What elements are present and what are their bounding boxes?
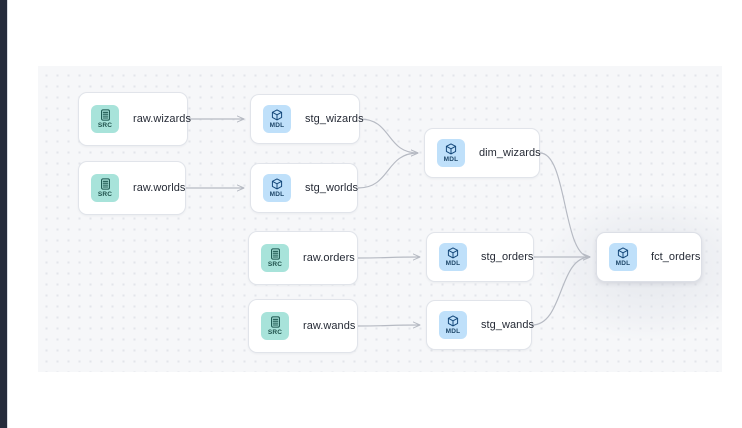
cube-icon [447, 315, 459, 327]
database-icon [100, 178, 111, 190]
badge-kind-text: MDL [445, 260, 461, 267]
graph-node-stg_orders[interactable]: MDL stg_orders [426, 232, 534, 282]
graph-node-stg_worlds[interactable]: MDL stg_worlds [250, 163, 358, 213]
graph-node-dim_wizards[interactable]: MDL dim_wizards [424, 128, 541, 178]
edge-raw_orders-to-stg_orders [357, 257, 420, 258]
mdl-badge: MDL [263, 105, 291, 133]
mdl-badge: MDL [439, 311, 467, 339]
node-label: raw.worlds [133, 182, 186, 194]
badge-kind-text: MDL [269, 191, 285, 198]
node-label: fct_orders [651, 251, 701, 263]
mdl-badge: MDL [609, 243, 637, 271]
src-badge: SRC [91, 174, 119, 202]
graph-node-raw_worlds[interactable]: SRC raw.worlds [78, 161, 186, 215]
cube-icon [445, 143, 457, 155]
cube-icon [271, 109, 283, 121]
cube-icon [447, 247, 459, 259]
badge-kind-text: SRC [97, 191, 113, 198]
badge-kind-text: SRC [97, 122, 113, 129]
graph-node-raw_wands[interactable]: SRC raw.wands [248, 299, 358, 353]
node-label: raw.orders [303, 252, 355, 264]
badge-kind-text: MDL [445, 328, 461, 335]
graph-node-stg_wands[interactable]: MDL stg_wands [426, 300, 535, 350]
collapsed-sidebar-rail[interactable] [0, 0, 7, 428]
badge-kind-text: SRC [267, 329, 283, 336]
database-icon [270, 316, 281, 328]
edge-raw_wands-to-stg_wands [357, 325, 420, 326]
node-label: stg_orders [481, 251, 534, 263]
badge-kind-text: MDL [269, 122, 285, 129]
node-label: stg_worlds [305, 182, 359, 194]
badge-kind-text: SRC [267, 261, 283, 268]
graph-node-fct_orders[interactable]: MDL fct_orders [596, 232, 702, 282]
sidebar-divider [7, 0, 8, 428]
src-badge: SRC [261, 312, 289, 340]
mdl-badge: MDL [263, 174, 291, 202]
database-icon [100, 109, 111, 121]
badge-kind-text: MDL [443, 156, 459, 163]
cube-icon [271, 178, 283, 190]
edge-dim_wizards-to-fct_orders [539, 152, 590, 257]
node-label: raw.wands [303, 320, 356, 332]
graph-node-raw_wizards[interactable]: SRC raw.wizards [78, 92, 192, 146]
edge-stg_worlds-to-dim_wizards [357, 153, 418, 189]
mdl-badge: MDL [439, 243, 467, 271]
node-label: stg_wizards [305, 113, 364, 125]
node-label: dim_wizards [479, 147, 541, 159]
src-badge: SRC [261, 244, 289, 272]
src-badge: SRC [91, 105, 119, 133]
graph-node-stg_wizards[interactable]: MDL stg_wizards [250, 94, 364, 144]
node-label: raw.wizards [133, 113, 192, 125]
badge-kind-text: MDL [615, 260, 631, 267]
database-icon [270, 248, 281, 260]
mdl-badge: MDL [437, 139, 465, 167]
graph-node-raw_orders[interactable]: SRC raw.orders [248, 231, 358, 285]
cube-icon [617, 247, 629, 259]
node-label: stg_wands [481, 319, 535, 331]
edge-stg_wizards-to-dim_wizards [359, 118, 418, 153]
edge-stg_wands-to-fct_orders [531, 257, 590, 326]
